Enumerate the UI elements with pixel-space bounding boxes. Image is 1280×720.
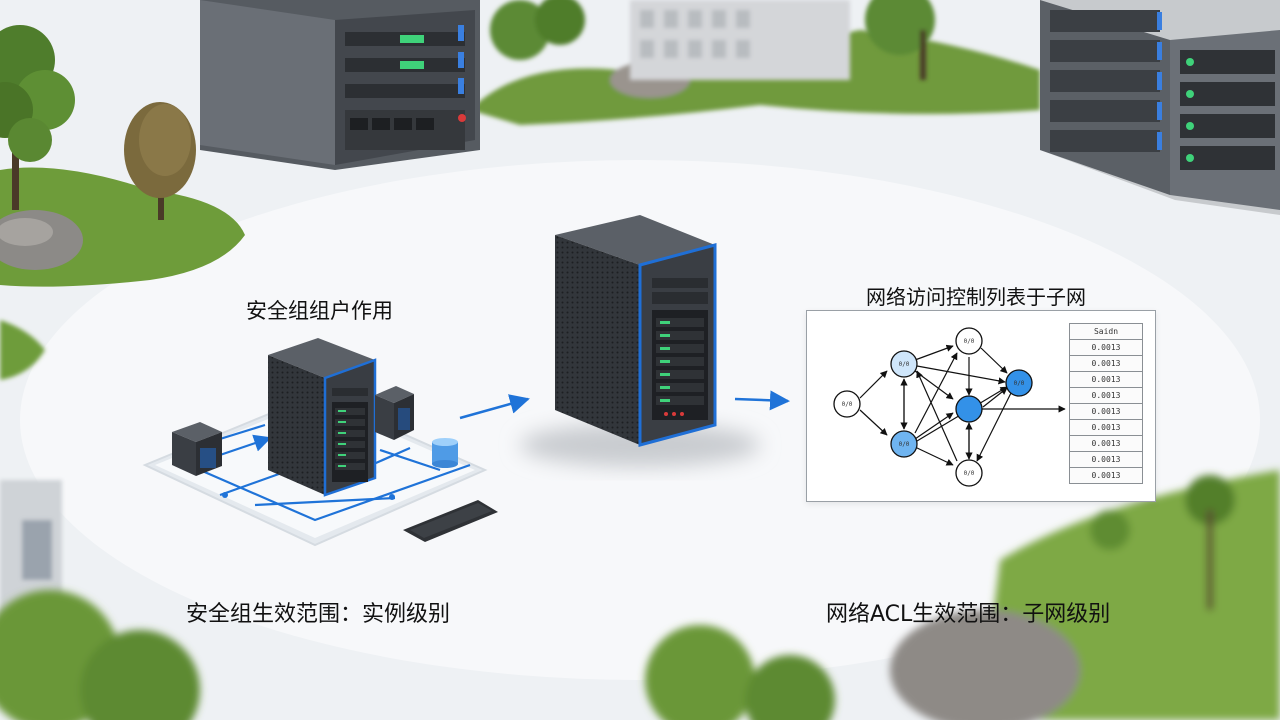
acl-node-label: 0/0: [899, 441, 910, 448]
network-acl-title: 网络访问控制列表于子网: [866, 285, 1086, 309]
tree-top-left: [0, 25, 75, 210]
acl-node: [890, 350, 918, 378]
security-group-scope-caption: 安全组生效范围：实例级别: [186, 602, 451, 627]
flow-arrow-left: [459, 394, 530, 420]
acl-node: [833, 390, 861, 418]
acl-table-row: 0.0013: [1069, 451, 1143, 468]
acl-table-row: 0.0013: [1069, 467, 1143, 484]
network-acl-scope-caption: 网络ACL生效范围：子网级别: [826, 602, 1111, 627]
acl-node-group: [833, 327, 1033, 487]
central-tower-server: [520, 215, 760, 467]
acl-table-row: 0.0013: [1069, 419, 1143, 436]
acl-diagram-panel: 0/0 0/0 0/0 0/0 0/0 0/0 Saidn 0.0013 0.0…: [806, 310, 1156, 502]
grass-left: [0, 167, 245, 287]
acl-node: [890, 430, 918, 458]
acl-rules-table: Saidn 0.0013 0.0013 0.0013 0.0013 0.0013…: [1069, 323, 1143, 484]
acl-node-label: 0/0: [964, 338, 975, 345]
instance-box-right: [375, 386, 414, 440]
acl-table-header: Saidn: [1069, 323, 1143, 340]
acl-node: [955, 395, 983, 423]
rack-server-top-right: [1040, 0, 1280, 215]
acl-network-graph: 0/0 0/0 0/0 0/0 0/0 0/0: [833, 327, 1066, 487]
tree-left: [124, 102, 196, 220]
acl-node: [955, 459, 983, 487]
trees-top-center: [490, 0, 935, 80]
flow-arrow-right: [734, 390, 790, 411]
acl-node-label: 0/0: [842, 401, 853, 408]
acl-table-row: 0.0013: [1069, 339, 1143, 356]
instance-box-left: [172, 422, 222, 476]
acl-table-row: 0.0013: [1069, 403, 1143, 420]
acl-table-row: 0.0013: [1069, 435, 1143, 452]
database-icon: [432, 438, 458, 468]
instance-tower-server: [268, 338, 377, 497]
keyboard-icon: [403, 500, 498, 542]
foreground-right: [890, 470, 1280, 720]
security-group-title: 安全组组户作用: [246, 299, 393, 323]
acl-table-row: 0.0013: [1069, 371, 1143, 388]
acl-node: [1005, 369, 1033, 397]
rack-server-top-left: [200, 0, 480, 170]
grass-left-middle: [0, 320, 45, 380]
acl-node-label: 0/0: [1014, 380, 1025, 387]
acl-node: [955, 327, 983, 355]
foreground-left: [0, 590, 835, 720]
building-top-center: [630, 0, 850, 80]
acl-node-label: 0/0: [964, 470, 975, 477]
acl-table-row: 0.0013: [1069, 355, 1143, 372]
acl-table-row: 0.0013: [1069, 387, 1143, 404]
acl-node-label: 0/0: [899, 361, 910, 368]
